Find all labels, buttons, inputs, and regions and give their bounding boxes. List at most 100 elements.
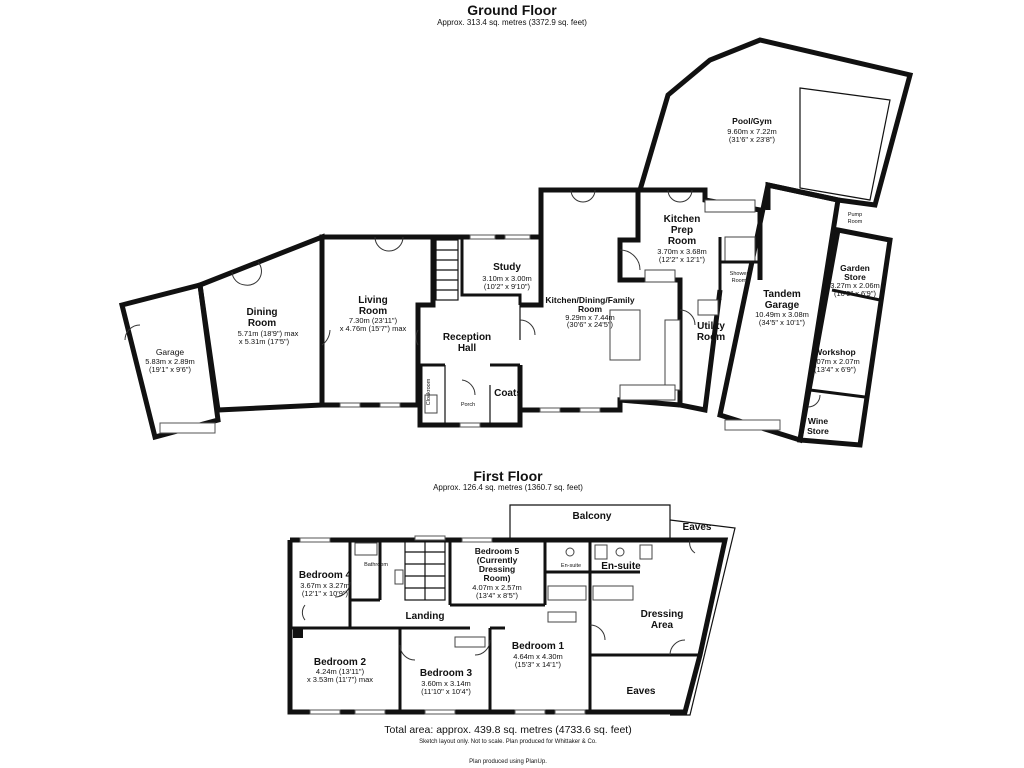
garage-size-metric: 5.83m x 2.89m [145, 357, 195, 366]
bedroom4-label: Bedroom 4 3.67m x 3.27m (12'1" x 10'9") [299, 570, 352, 598]
dressing-area-name-1: Dressing [641, 609, 684, 620]
tandem-garage-size-imperial: (34'5" x 10'1") [759, 318, 806, 327]
kitchen-prep-name-1: Kitchen [664, 214, 701, 225]
wine-store-name-2: Store [807, 426, 829, 436]
kitchen-prep-label: Kitchen Prep Room 3.70m x 3.68m (12'2" x… [657, 214, 707, 264]
study-size-metric: 3.10m x 3.00m [482, 274, 532, 283]
ground-floor-area: Approx. 313.4 sq. metres (3372.9 sq. fee… [437, 18, 587, 27]
pump-room-name-2: Room [848, 219, 863, 225]
pool-gym-name: Pool/Gym [732, 116, 772, 126]
workshop-size-imperial: (13'4" x 6'9") [814, 365, 856, 374]
pool-gym-size-imperial: (31'6" x 23'8") [729, 135, 776, 144]
dressing-area-label: Dressing Area [641, 609, 684, 631]
shower-room-name-2: Room [732, 278, 747, 284]
utility-room-name-2: Room [697, 332, 725, 343]
study-label: Study 3.10m x 3.00m (10'2" x 9'10") [482, 262, 532, 291]
garden-store-label: Garden Store 3.27m x 2.06m (10'9" x 6'9"… [830, 263, 880, 298]
pump-room-name-1: Pump [848, 212, 862, 218]
garage-label: Garage 5.83m x 2.89m (19'1" x 9'6") [145, 347, 195, 374]
bedroom5-size-imperial: (13'4" x 8'5") [476, 591, 518, 600]
first-floor-heading: First Floor [473, 468, 543, 484]
bedroom2-name: Bedroom 2 [314, 657, 367, 668]
total-area: Total area: approx. 439.8 sq. metres (47… [384, 724, 631, 736]
bedroom1-name: Bedroom 1 [512, 641, 565, 652]
wine-store-name-1: Wine [808, 416, 829, 426]
bedroom4-size-imperial: (12'1" x 10'9") [302, 589, 349, 598]
utility-room-name-1: Utility [697, 321, 725, 332]
garden-store-name-1: Garden [840, 263, 870, 273]
reception-hall-name-1: Reception [443, 332, 491, 343]
pump-room-label: Pump Room [848, 212, 863, 225]
living-room-name-1: Living [358, 295, 387, 306]
tandem-garage-size-metric: 10.49m x 3.08m [755, 310, 809, 319]
porch-label: Porch [461, 402, 475, 408]
cloakroom-label: Cloakroom [426, 378, 432, 405]
kitchen-family-name-2: Room [578, 304, 603, 314]
bathroom-label: Bathroom [364, 562, 388, 568]
ensuite-small-label: En-suite [561, 563, 581, 569]
dining-room-size-1: 5.71m (18'9") max [238, 329, 299, 338]
living-room-size-2: x 4.76m (15'7") max [340, 324, 407, 333]
pool-gym-label: Pool/Gym 9.60m x 7.22m (31'6" x 23'8") [727, 116, 777, 144]
living-room-name-2: Room [359, 306, 387, 317]
kitchen-family-name-1: Kitchen/Dining/Family [545, 295, 635, 305]
eaves-top-label: Eaves [683, 522, 712, 533]
shower-room-label: Shower Room [730, 271, 749, 284]
bedroom5-size-metric: 4.07m x 2.57m [472, 583, 522, 592]
first-floor-area: Approx. 126.4 sq. metres (1360.7 sq. fee… [433, 483, 583, 492]
kitchen-prep-size-metric: 3.70m x 3.68m [657, 247, 707, 256]
living-room-size-1: 7.30m (23'11") [349, 316, 398, 325]
reception-hall-name-2: Hall [458, 343, 477, 354]
dining-room-size-2: x 5.31m (17'5") [239, 337, 290, 346]
kitchen-family-size-metric: 9.29m x 7.44m [565, 313, 615, 322]
first-floor-details [293, 535, 696, 715]
dining-room-label: Dining Room 5.71m (18'9") max x 5.31m (1… [238, 307, 299, 346]
dining-room-name-2: Room [248, 318, 276, 329]
study-size-imperial: (10'2" x 9'10") [484, 282, 531, 291]
kitchen-prep-name-3: Room [668, 236, 696, 247]
workshop-size-metric: 4.07m x 2.07m [810, 357, 860, 366]
dining-room-name-1: Dining [246, 307, 277, 318]
pool-gym-size-metric: 9.60m x 7.22m [727, 127, 777, 136]
utility-room-label: Utility Room [697, 321, 725, 343]
study-name: Study [493, 262, 521, 273]
bedroom3-size-metric: 3.60m x 3.14m [421, 679, 471, 688]
workshop-name: Workshop [814, 347, 855, 357]
kitchen-prep-name-2: Prep [671, 225, 693, 236]
ground-floor-walls [118, 37, 914, 448]
bedroom1-size-metric: 4.64m x 4.30m [513, 652, 563, 661]
bedroom2-label: Bedroom 2 4.24m (13'11") x 3.53m (11'7")… [307, 657, 373, 684]
shower-room-name-1: Shower [730, 271, 749, 277]
kitchen-family-label: Kitchen/Dining/Family Room 9.29m x 7.44m… [545, 295, 635, 329]
tandem-garage-label: Tandem Garage 10.49m x 3.08m (34'5" x 10… [755, 289, 809, 327]
kitchen-prep-size-imperial: (12'2" x 12'1") [659, 255, 706, 264]
bedroom2-size-2: x 3.53m (11'7") max [307, 675, 373, 684]
eaves-bottom-label: Eaves [627, 686, 656, 697]
workshop-label: Workshop 4.07m x 2.07m (13'4" x 6'9") [810, 347, 860, 374]
garden-store-size-imperial: (10'9" x 6'9") [834, 289, 876, 298]
bedroom1-label: Bedroom 1 4.64m x 4.30m (15'3" x 14'1") [512, 641, 565, 669]
bedroom5-name-1: Bedroom 5 [475, 546, 520, 556]
bedroom3-name: Bedroom 3 [420, 668, 473, 679]
landing-label: Landing [406, 611, 445, 622]
coats-label: Coats [494, 388, 522, 399]
dressing-area-name-2: Area [651, 620, 674, 631]
reception-hall-label: Reception Hall [443, 332, 491, 354]
bedroom5-label: Bedroom 5 (Currently Dressing Room) 4.07… [472, 546, 522, 600]
bedroom4-size-metric: 3.67m x 3.27m [300, 581, 350, 590]
bedroom5-name-2: (Currently [477, 555, 518, 565]
sketch-note: Sketch layout only. Not to scale. Plan p… [419, 739, 597, 745]
bedroom5-name-3: Dressing [479, 564, 515, 574]
garage-size-imperial: (19'1" x 9'6") [149, 365, 191, 374]
wine-store-label: Wine Store [807, 416, 829, 436]
bedroom3-label: Bedroom 3 3.60m x 3.14m (11'10" x 10'4") [420, 668, 473, 696]
plan-credit: Plan produced using PlanUp. [469, 759, 547, 765]
bedroom2-size-1: 4.24m (13'11") [316, 667, 365, 676]
ground-floor-details [124, 87, 891, 434]
garden-store-name-2: Store [844, 272, 866, 282]
ensuite-large-label: En-suite [601, 561, 641, 572]
balcony-label: Balcony [573, 511, 612, 522]
garage-name: Garage [156, 347, 185, 357]
kitchen-family-size-imperial: (30'6" x 24'5") [567, 320, 614, 329]
